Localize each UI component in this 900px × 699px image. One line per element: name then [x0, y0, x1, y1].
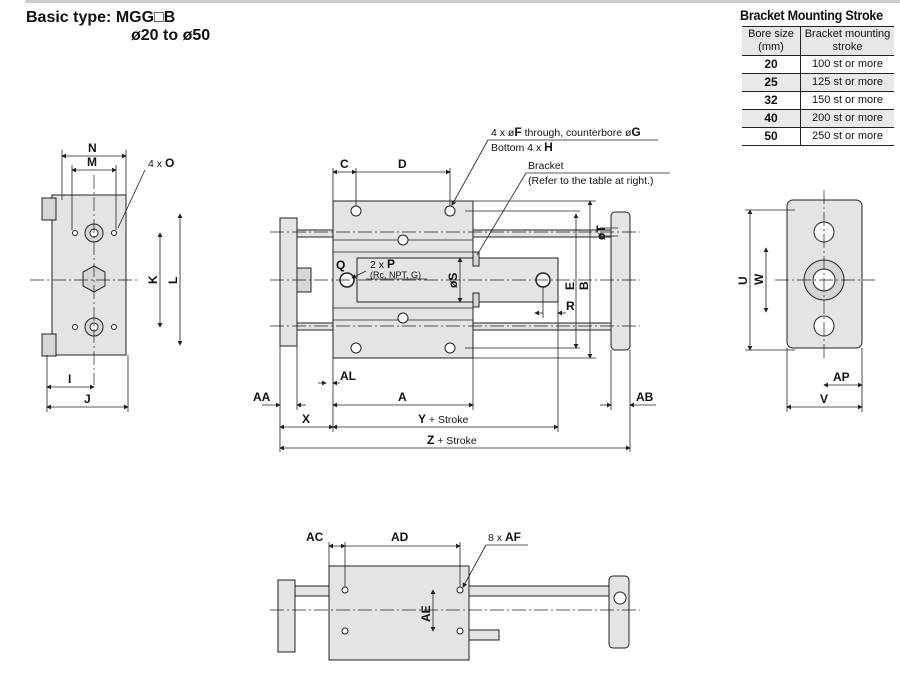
dim-R: R	[566, 299, 575, 313]
port-types: (Rc, NPT, G)	[370, 270, 421, 280]
guide-rod	[468, 629, 500, 641]
top-rule	[25, 0, 900, 3]
bore-cell: 40	[742, 109, 801, 128]
dim-C: C	[340, 157, 349, 171]
right-end-view: U W AP V	[736, 190, 875, 412]
dim-AE: AE	[419, 605, 433, 622]
bracket-table-title: Bracket Mounting Stroke	[740, 7, 883, 23]
end-bracket-plate	[610, 211, 631, 351]
rod-end	[41, 197, 57, 221]
cylinder-body	[328, 565, 470, 661]
bracket	[472, 292, 480, 308]
callout-bottom-holes: Bottom 4 x H	[491, 140, 553, 154]
dim-AC: AC	[306, 530, 324, 544]
dim-X: X	[302, 412, 310, 426]
dim-AL: AL	[340, 369, 356, 383]
dim-AA: AA	[253, 390, 271, 404]
dim-A: A	[398, 390, 407, 404]
page-title: Basic type: MGG□B	[26, 9, 176, 26]
callout-4xO: 4 x O	[148, 156, 174, 170]
dim-Q: Q	[336, 258, 345, 272]
dim-AD: AD	[391, 530, 409, 544]
end-plate	[279, 217, 298, 347]
bracket	[472, 251, 480, 267]
column-header-stroke: Bracket mounting stroke	[800, 26, 894, 56]
dim-W: W	[752, 273, 766, 285]
callout-8xAF: 8 x AF	[488, 530, 521, 544]
stroke-cell: 200 st or more	[800, 109, 894, 128]
dim-T: øT	[594, 225, 608, 240]
callout-ports: 2 x P	[370, 257, 395, 271]
guide-rod	[468, 585, 610, 597]
bore-cell: 20	[742, 55, 801, 74]
dim-Y-stroke: Y + Stroke	[418, 412, 468, 426]
dim-U: U	[736, 276, 750, 285]
dim-K: K	[146, 275, 160, 284]
side-view: 4 x øF through, counterbore øG Bottom 4 …	[253, 125, 670, 452]
dim-V: V	[820, 392, 828, 406]
bore-cell: 32	[742, 91, 801, 110]
left-end-view: N M 4 x O K L I J	[30, 141, 183, 412]
bottom-view: AC AD 8 x AF AE	[270, 530, 640, 661]
stroke-cell: 100 st or more	[800, 55, 894, 74]
dim-B: B	[577, 281, 591, 290]
stroke-cell: 150 st or more	[800, 91, 894, 110]
dim-M: M	[87, 155, 97, 169]
bore-cell: 50	[742, 127, 801, 146]
page-subtitle: ø20 to ø50	[131, 27, 211, 44]
dim-J: J	[84, 392, 91, 406]
dim-AB: AB	[636, 390, 654, 404]
stroke-cell: 250 st or more	[800, 127, 894, 146]
dim-I: I	[68, 372, 71, 386]
end-bracket-plate	[608, 575, 630, 649]
column-header-bore: Bore size (mm)	[742, 26, 801, 56]
stroke-cell: 125 st or more	[800, 73, 894, 92]
guide-rod	[294, 585, 330, 597]
callout-bracket: Bracket	[528, 160, 564, 172]
dim-Z-stroke: Z + Stroke	[427, 433, 477, 447]
dim-S: øS	[446, 273, 460, 288]
rod-end	[41, 333, 57, 357]
callout-bracket-note: (Refer to the table at right.)	[528, 175, 653, 187]
dim-D: D	[398, 157, 407, 171]
dim-AP: AP	[833, 370, 850, 384]
callout-mounting-holes: 4 x øF through, counterbore øG	[491, 125, 641, 139]
bore-cell: 25	[742, 73, 801, 92]
dim-N: N	[88, 141, 97, 155]
dim-E: E	[563, 282, 577, 290]
dim-L: L	[166, 277, 180, 284]
bracket-mounting-stroke-table: Bore size (mm) Bracket mounting stroke 2…	[742, 26, 894, 146]
end-plate	[277, 579, 296, 653]
